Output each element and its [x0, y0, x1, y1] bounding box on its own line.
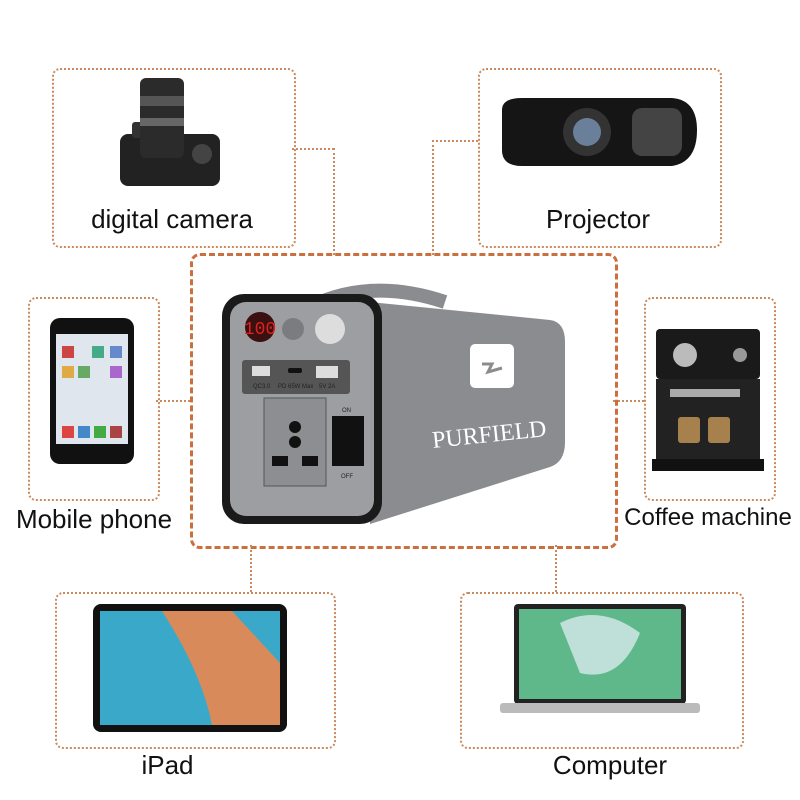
power-station-image: 100 QC3.0 PD 65W Max 5V 2A ON OFF PURFIE… — [222, 283, 565, 524]
ipad-label: iPad — [141, 750, 194, 780]
coffee-label: Coffee machine — [624, 504, 792, 531]
connector — [432, 140, 434, 255]
connector — [432, 140, 478, 142]
coffee-box — [644, 297, 776, 501]
coffee-machine-image — [652, 329, 764, 471]
connector — [613, 400, 644, 402]
camera-label: digital camera — [91, 204, 253, 234]
switch-off-label: OFF — [341, 474, 353, 480]
computer-label: Computer — [552, 750, 668, 780]
projector-image — [502, 98, 697, 166]
connector — [333, 148, 335, 255]
connector — [292, 148, 334, 150]
switch-on-label: ON — [342, 408, 351, 414]
port-label: PD 65W Max — [278, 384, 313, 390]
power-button[interactable] — [282, 318, 304, 340]
phone-label: Mobile phone — [15, 504, 173, 534]
camera-image — [120, 78, 220, 186]
connector — [250, 545, 252, 592]
port-label: 5V 2A — [319, 384, 335, 390]
projector-label: Projector — [545, 204, 651, 234]
computer-box — [460, 592, 744, 749]
ipad-box — [55, 592, 336, 749]
port-label: QC3.0 — [253, 384, 271, 390]
power-switch[interactable] — [332, 416, 364, 466]
light-button[interactable] — [315, 314, 345, 344]
battery-display: 100 — [244, 320, 276, 340]
computer-image — [500, 604, 700, 713]
phone-box — [28, 297, 160, 501]
connector — [156, 400, 190, 402]
phone-image — [50, 318, 134, 464]
camera-box — [52, 68, 296, 248]
ipad-image — [93, 604, 287, 732]
connector — [555, 545, 557, 592]
projector-box — [478, 68, 722, 248]
